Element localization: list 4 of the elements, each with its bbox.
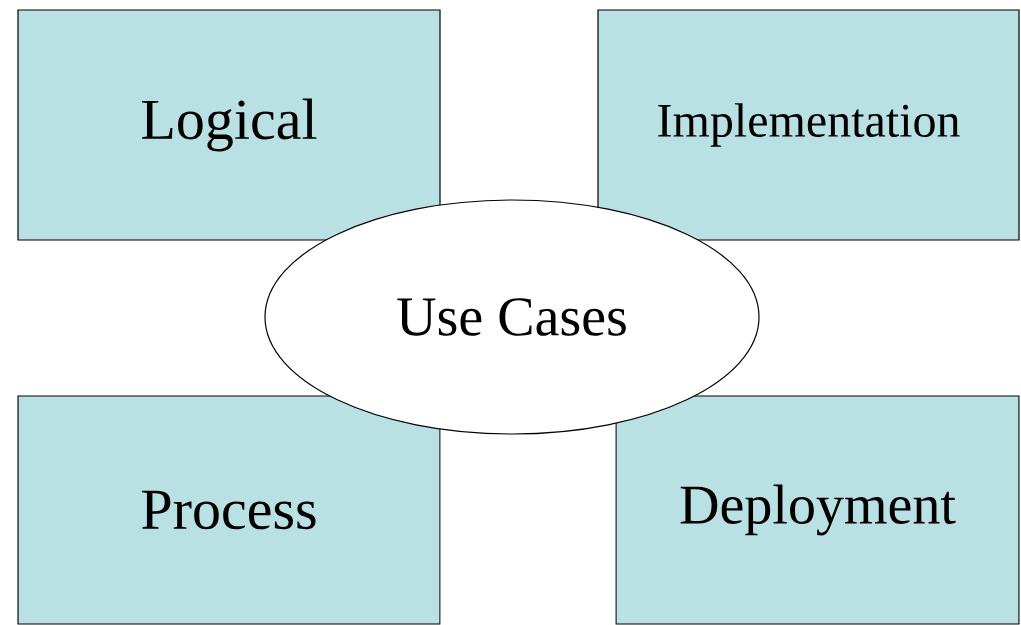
view-box: Deployment xyxy=(615,395,1020,625)
view-box: Implementation xyxy=(597,9,1020,241)
view-box: Process xyxy=(17,395,441,625)
view-box: Logical xyxy=(17,9,441,241)
